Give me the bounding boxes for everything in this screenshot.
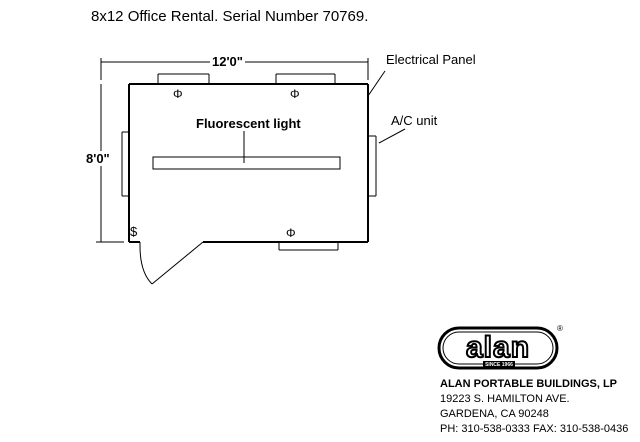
height-dimension-label: 8'0" <box>86 151 110 166</box>
window-top-right <box>275 73 336 84</box>
alan-logo-graphic: alan SINCE 1966 ® <box>437 324 563 370</box>
fluorescent-light-label: Fluorescent light <box>196 116 301 131</box>
page-title: 8x12 Office Rental. Serial Number 70769. <box>91 8 369 25</box>
electrical-panel-label: Electrical Panel <box>386 52 476 67</box>
company-phone: PH: 310-538-0333 FAX: 310-538-0436 <box>440 423 629 435</box>
fluorescent-light-fixture <box>152 156 341 170</box>
registered-mark: ® <box>557 324 563 333</box>
alan-logo: alan SINCE 1966 ® <box>436 324 566 374</box>
window-left <box>121 131 129 197</box>
company-street: 19223 S. HAMILTON AVE. <box>440 393 570 405</box>
logo-text: alan <box>466 331 530 364</box>
logo-since: SINCE 1966 <box>485 362 513 368</box>
door <box>139 241 204 285</box>
width-dimension-label: 12'0" <box>210 54 245 69</box>
electrical-panel-leader <box>367 70 386 97</box>
ac-unit-leader <box>378 128 406 144</box>
outlet-icon: Φ <box>173 87 183 101</box>
building-walls <box>128 83 369 243</box>
company-city: GARDENA, CA 90248 <box>440 408 549 420</box>
ac-unit-label: A/C unit <box>391 113 438 128</box>
window-top-left <box>157 73 210 84</box>
outlet-icon: Φ <box>286 226 296 240</box>
switch-icon: $ <box>130 224 138 239</box>
outlet-icon: Φ <box>290 87 300 101</box>
ac-unit-opening <box>368 135 377 197</box>
window-bottom <box>278 242 339 251</box>
company-name: ALAN PORTABLE BUILDINGS, LP <box>440 378 618 390</box>
